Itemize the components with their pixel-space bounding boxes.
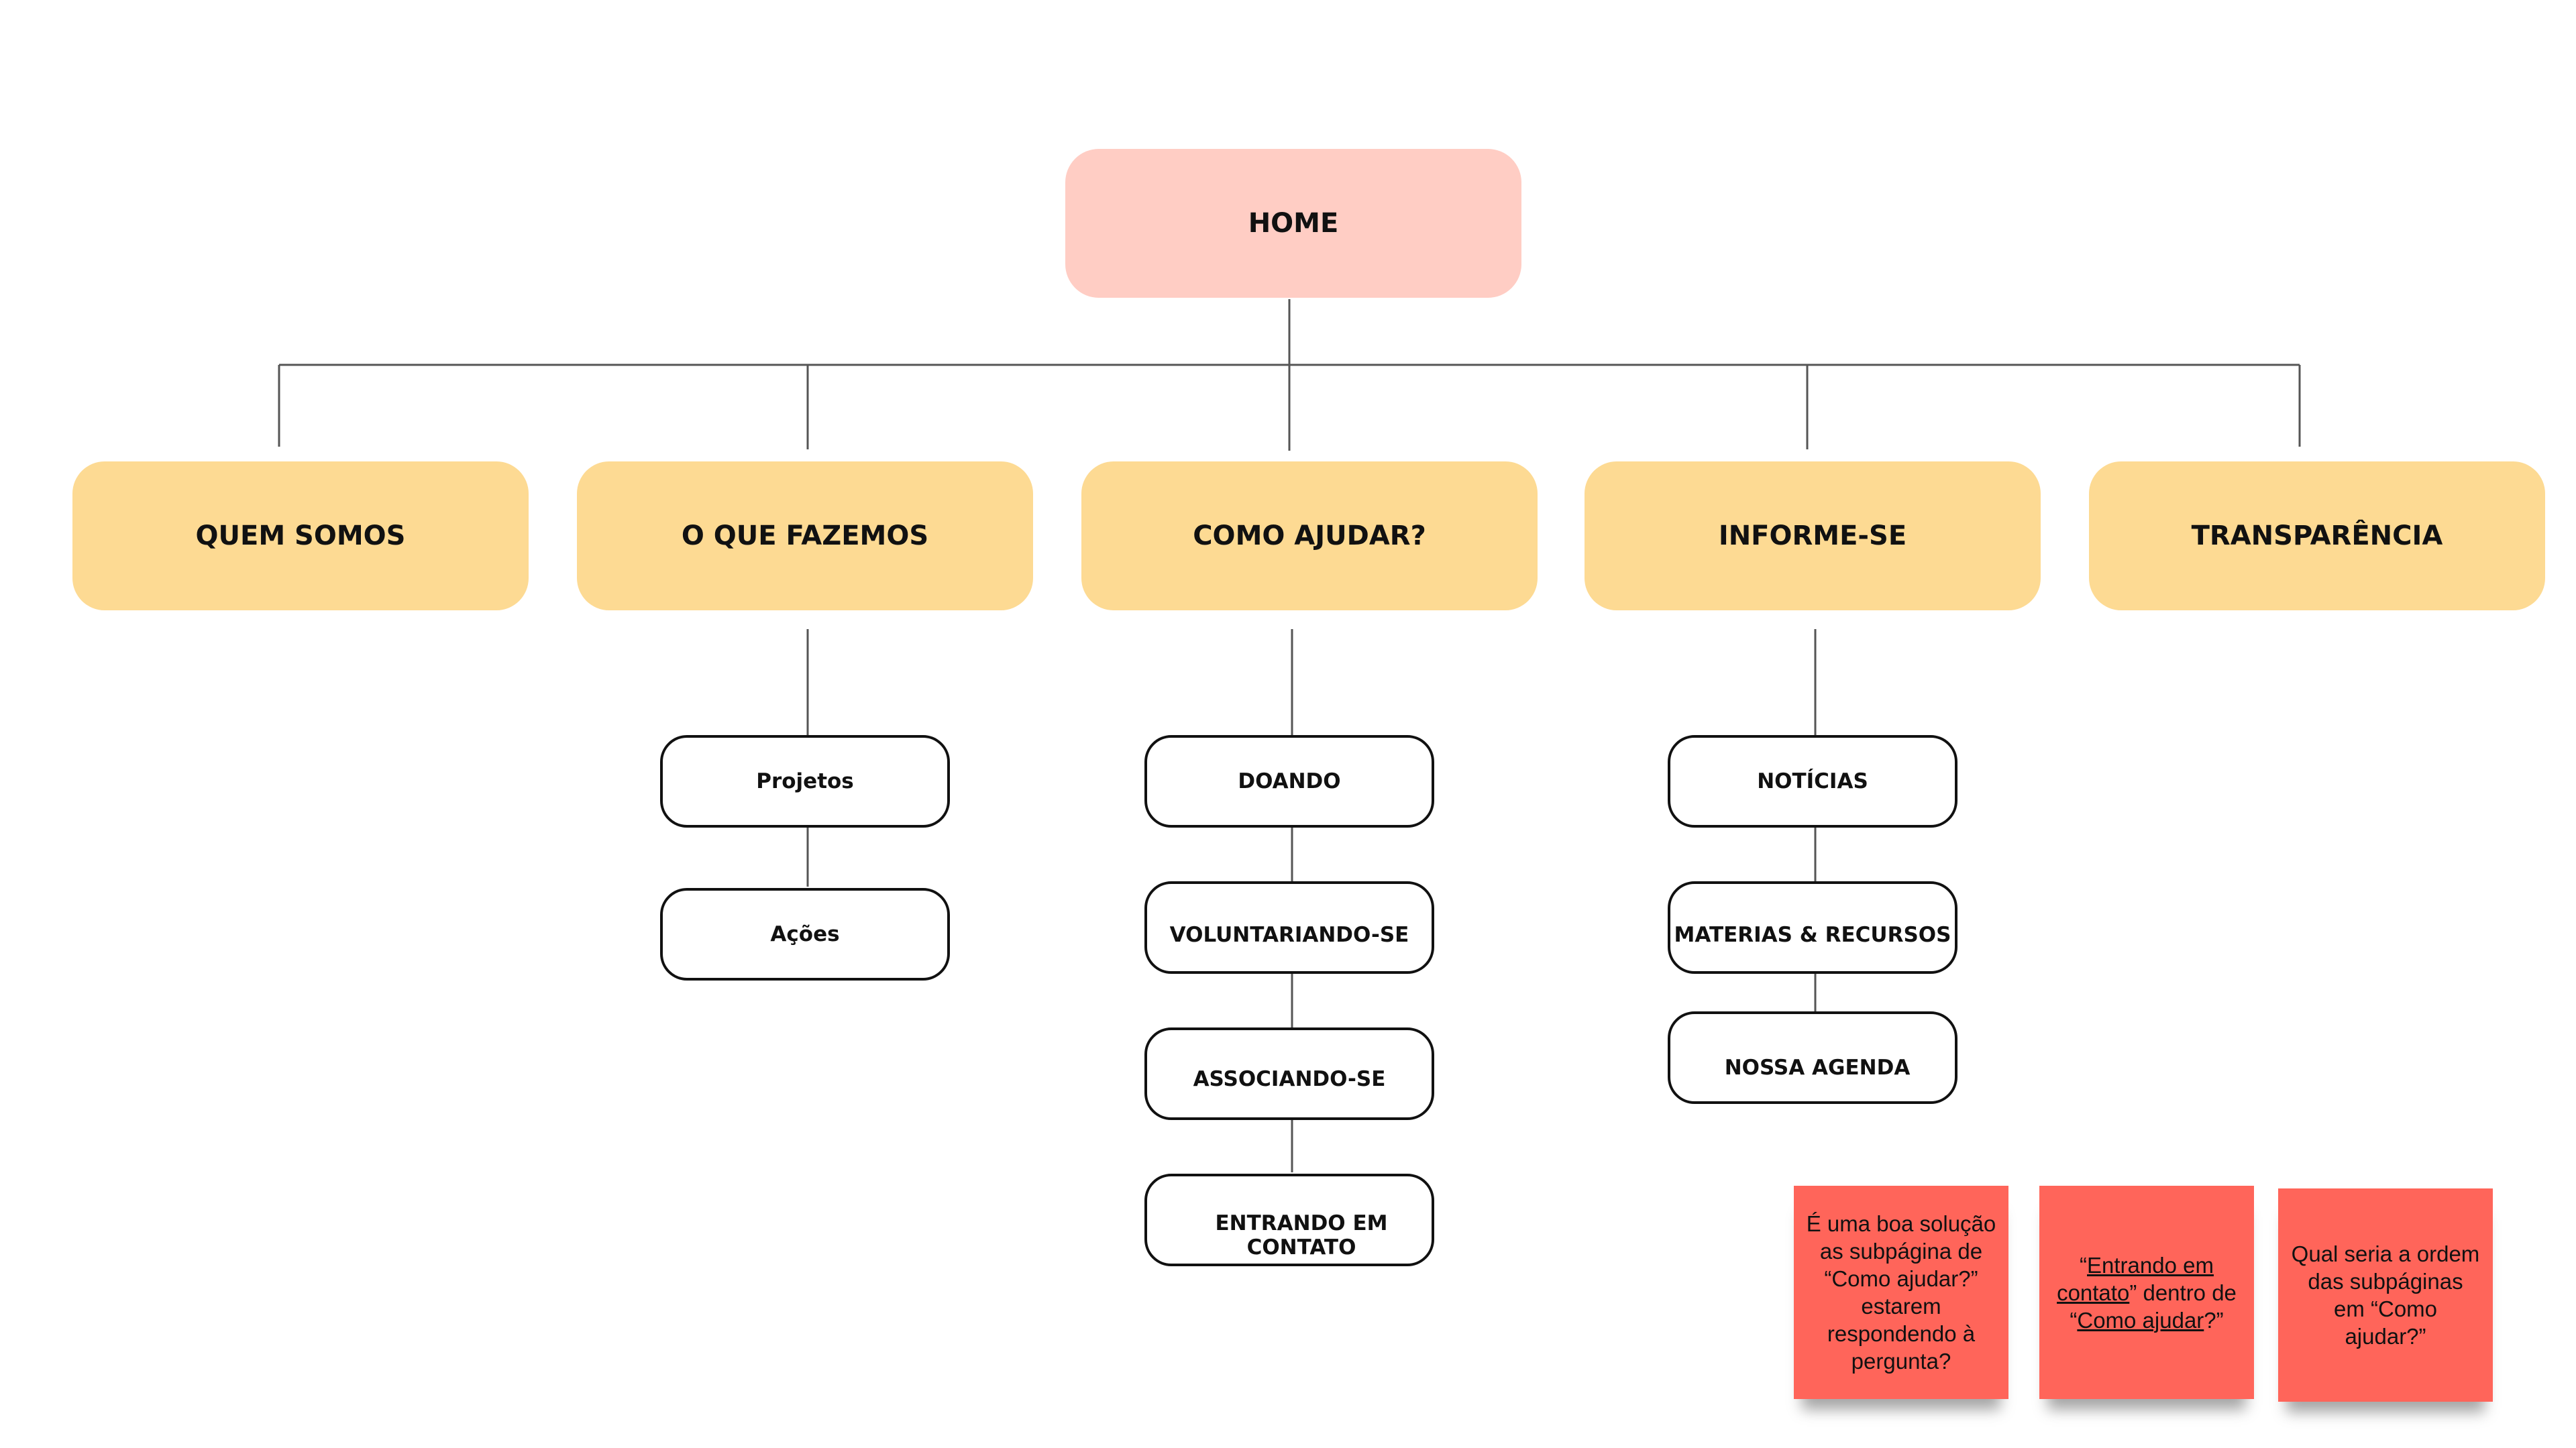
subpage-noticias[interactable]: NOTÍCIAS — [1668, 735, 1957, 828]
sticky-note-1[interactable]: É uma boa solução as subpágina de “Como … — [1794, 1186, 2008, 1399]
subpage-nossa-agenda[interactable]: NOSSA AGENDA — [1668, 1011, 1957, 1104]
sticky-note-3-text: Qual seria a ordem das subpáginas em “Co… — [2291, 1241, 2480, 1349]
sticky-note-2-text: “Entrando em contato” dentro de “Como aj… — [2051, 1251, 2242, 1334]
section-transparencia[interactable]: TRANSPARÊNCIA — [2089, 461, 2545, 610]
sticky-note-3[interactable]: Qual seria a ordem das subpáginas em “Co… — [2278, 1188, 2493, 1402]
section-o-que-fazemos[interactable]: O QUE FAZEMOS — [577, 461, 1033, 610]
quote-open: “ — [2080, 1252, 2088, 1278]
section-informe-se[interactable]: INFORME-SE — [1585, 461, 2041, 610]
link-como-ajudar[interactable]: Como ajudar — [2077, 1307, 2204, 1333]
sticky-note-1-text: É uma boa solução as subpágina de “Como … — [1806, 1211, 1996, 1374]
link-entrando-em-contato[interactable]: Entrando em contato — [2057, 1252, 2214, 1305]
subpage-doando[interactable]: DOANDO — [1144, 735, 1434, 828]
subpage-acoes[interactable]: Ações — [660, 888, 950, 981]
sticky-note-2[interactable]: “Entrando em contato” dentro de “Como aj… — [2039, 1186, 2254, 1399]
subpage-materias-recursos[interactable]: MATERIAS & RECURSOS — [1668, 881, 1957, 974]
home-node[interactable]: HOME — [1065, 149, 1521, 298]
subpage-entrando-em-contato[interactable]: ENTRANDO EM CONTATO — [1144, 1174, 1434, 1266]
note-text-middle: ” dentro de “ — [2070, 1280, 2237, 1333]
subpage-associando-se[interactable]: ASSOCIANDO-SE — [1144, 1027, 1434, 1120]
subpage-voluntariando-se[interactable]: VOLUNTARIANDO-SE — [1144, 881, 1434, 974]
section-como-ajudar[interactable]: COMO AJUDAR? — [1081, 461, 1538, 610]
quote-close: ?” — [2204, 1307, 2224, 1333]
section-quem-somos[interactable]: QUEM SOMOS — [72, 461, 529, 610]
subpage-projetos[interactable]: Projetos — [660, 735, 950, 828]
